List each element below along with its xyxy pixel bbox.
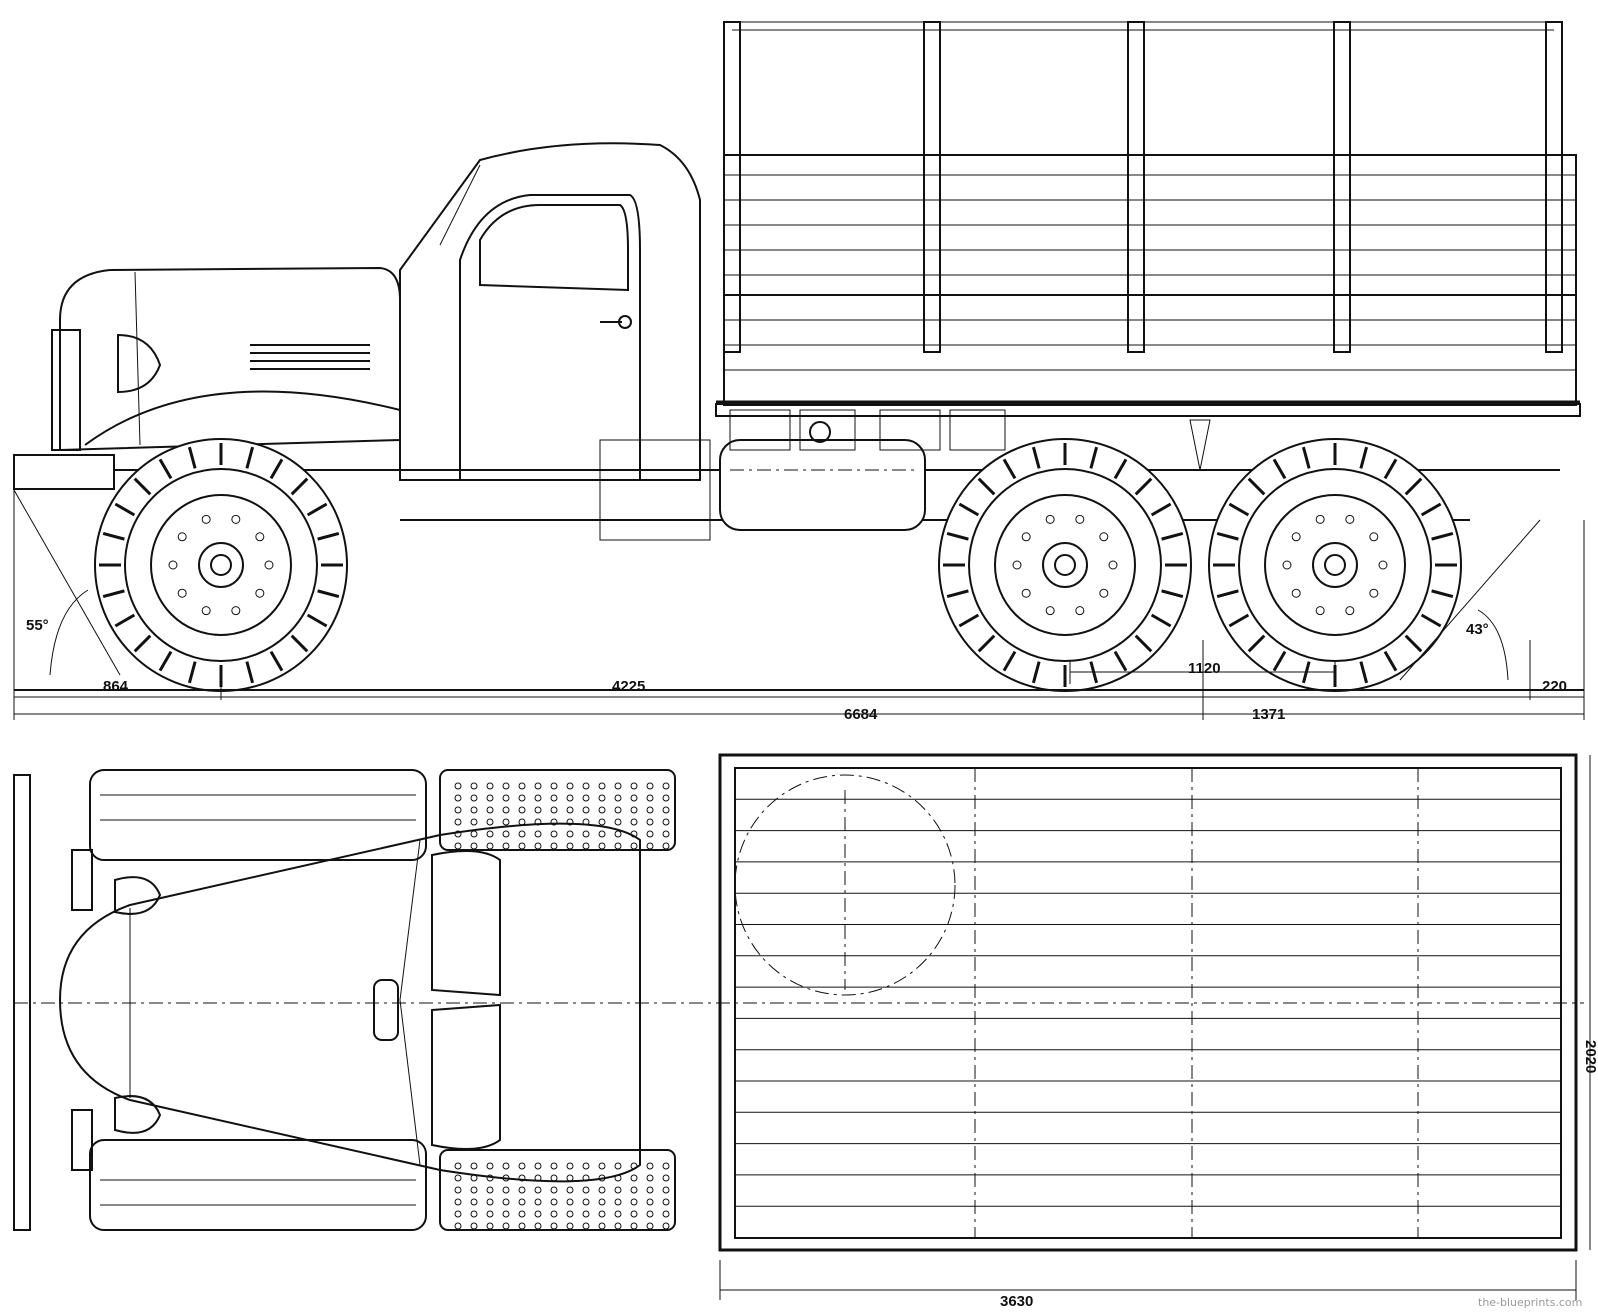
fuel-tank [719,421,926,531]
wheels [94,438,1462,692]
bed-dimensions: 3630 2020 [719,755,1598,1310]
approach-angle: 55° [13,489,121,676]
side-dimensions: 864 4225 1120 220 6684 1371 [13,490,1585,723]
engine-hood [51,266,401,452]
cab [399,142,701,481]
tread-plates [439,769,676,1231]
watermark: the-blueprints.com [1478,1296,1582,1309]
wheel-1 [94,438,348,692]
wheelbase-label: 4225 [612,678,645,695]
angle-rear-label: 43° [1466,621,1489,638]
top-view: 3630 2020 the-blueprints.com [13,753,1598,1310]
wheel-2 [938,438,1192,692]
side-view: 55° 43° 864 4225 1120 220 6684 1371 [13,21,1585,723]
rear-section-label: 1371 [1252,706,1285,723]
canopy-bows [723,21,1563,353]
bed-width-label: 2020 [1582,1040,1598,1073]
bed-length-label: 3630 [1000,1293,1033,1310]
overall-length-label: 6684 [844,706,878,723]
rear-overhang-label: 220 [1542,678,1567,695]
angle-front-label: 55° [26,617,49,634]
cargo-side-boards [715,154,1581,417]
undercarriage-equipment [599,409,1211,541]
bogie-label: 1120 [1188,660,1221,677]
departure-angle: 43° [1399,519,1541,681]
front-fenders [71,769,427,1231]
front-overhang-label: 864 [103,678,129,695]
